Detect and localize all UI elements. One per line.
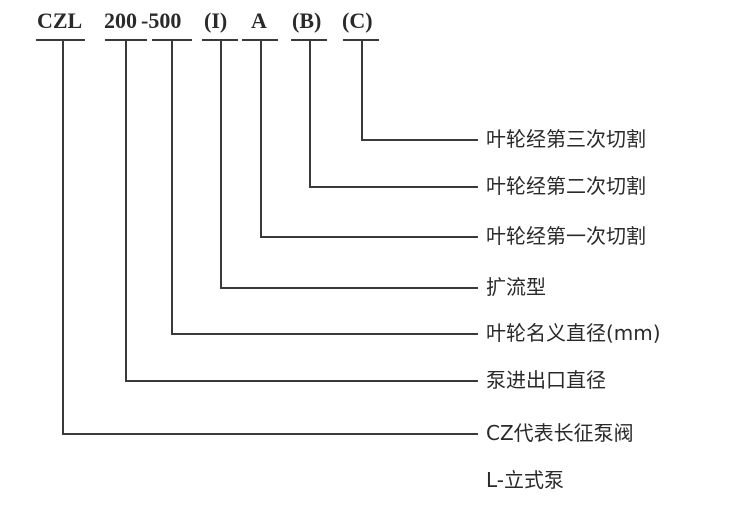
code-cut-c: (C) <box>342 8 373 33</box>
label-size-inlet: 泵进出口直径 <box>486 368 606 392</box>
leader-vertical-size-inlet <box>125 40 127 381</box>
label-cut-b: 叶轮经第二次切割 <box>486 174 646 198</box>
leader-horizontal-czl <box>62 433 478 435</box>
underline-czl <box>36 39 85 41</box>
leader-vertical-type-i <box>220 40 222 288</box>
code-size-impeller: -500 <box>141 8 182 33</box>
label-type-i: 扩流型 <box>486 275 546 299</box>
leader-vertical-czl <box>62 40 64 434</box>
leader-horizontal-size-impeller <box>171 333 478 335</box>
leader-vertical-cut-b <box>309 40 311 187</box>
label-czl: CZ代表长征泵阀 <box>486 421 634 445</box>
code-type-i: (I) <box>204 8 228 33</box>
leader-vertical-cut-a <box>260 40 262 237</box>
leader-horizontal-type-i <box>220 287 478 289</box>
leader-vertical-cut-c <box>361 40 363 140</box>
code-cut-a: A <box>251 8 267 33</box>
label-size-impeller: 叶轮名义直径(mm) <box>486 321 661 345</box>
leader-vertical-size-impeller <box>171 40 173 334</box>
leader-horizontal-cut-a <box>260 236 478 238</box>
label-vertical-pump: L-立式泵 <box>486 468 565 492</box>
leader-horizontal-cut-c <box>361 139 478 141</box>
code-cut-b: (B) <box>292 8 322 33</box>
label-cut-c: 叶轮经第三次切割 <box>486 127 646 151</box>
leader-horizontal-size-inlet <box>125 380 478 382</box>
label-cut-a: 叶轮经第一次切割 <box>486 224 646 248</box>
code-size-inlet: 200 <box>104 8 137 33</box>
code-czl: CZL <box>37 8 83 33</box>
leader-horizontal-cut-b <box>309 186 478 188</box>
